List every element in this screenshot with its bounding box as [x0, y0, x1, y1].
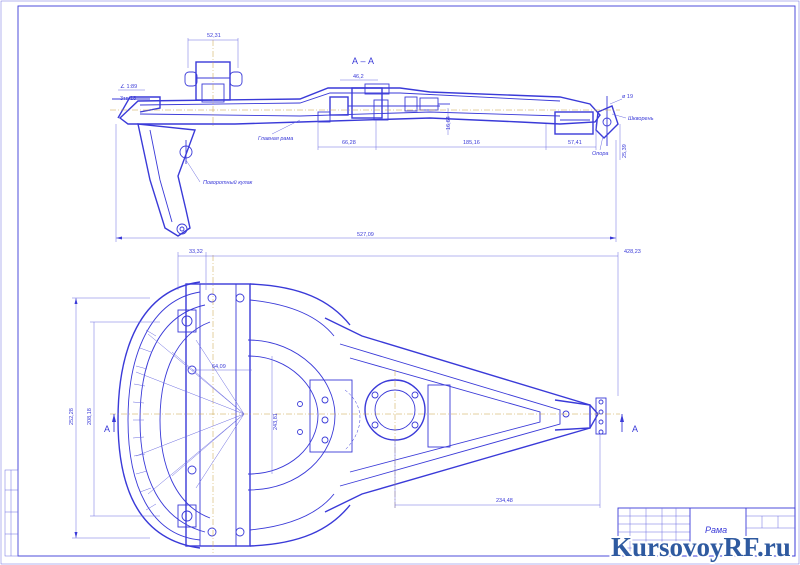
dim-offset-right: 428,23 [624, 249, 641, 255]
sheet-frame [17, 5, 796, 557]
dim-inner-width: 64,09 [212, 364, 226, 370]
section-arrow-left: А [104, 424, 110, 434]
dim-tolerance: 3тп 18 [120, 96, 136, 102]
section-label: А – А [352, 56, 374, 66]
dim-arm-length: 234,48 [496, 498, 513, 504]
plan-view [110, 255, 620, 553]
title-block: Рама [617, 507, 796, 557]
dim-span-2: 185,16 [463, 140, 480, 146]
label-main-frame: Главная рама [258, 136, 293, 142]
side-view [110, 40, 620, 237]
dim-right-height: 25,39 [622, 144, 628, 158]
spring-rim-hatching [132, 329, 157, 511]
section-arrow-right: А [632, 424, 638, 434]
label-pivot-fork: Поворотный кулак [203, 179, 253, 186]
plan-view-dimensions: 33,32 428,23 252,28 208,18 А А 64,09 243… [69, 249, 641, 539]
dim-hole-dia: ø 19 [622, 94, 633, 100]
dim-span-3: 57,41 [568, 140, 582, 146]
label-support: Опора [592, 151, 608, 157]
dim-slope: ∠ 1:89 [120, 83, 137, 90]
dim-span-1: 66,28 [342, 140, 356, 146]
title-block-title: Рама [705, 525, 727, 535]
watermark-main: KursovoyRF [611, 532, 759, 562]
dim-overall-length: 527,09 [357, 232, 374, 238]
side-stamp [4, 469, 19, 557]
dim-top-width: 52,31 [207, 33, 221, 39]
watermark: KursovoyRF.ru KursovoyRF.ru [609, 530, 793, 564]
dim-nut-width: 46,2 [353, 74, 364, 80]
dim-inner-height: 208,18 [87, 408, 93, 425]
dim-center-height: 243,81 [273, 413, 279, 430]
label-pin: Шкворень [628, 116, 654, 122]
side-view-dimensions: 52,31 ∠ 1:89 3тп 18 А – А 46,2 16,64 66,… [115, 33, 654, 242]
watermark-suffix: .ru [757, 532, 791, 562]
dim-overall-height: 252,28 [69, 408, 75, 425]
spring-rays [135, 333, 245, 495]
watermark-text: KursovoyRF.ru [611, 532, 791, 562]
svg-text:KursovoyRF.ru: KursovoyRF.ru [611, 532, 791, 562]
dim-height-mid: 16,64 [446, 116, 452, 130]
dim-offset-left: 33,32 [189, 249, 203, 255]
